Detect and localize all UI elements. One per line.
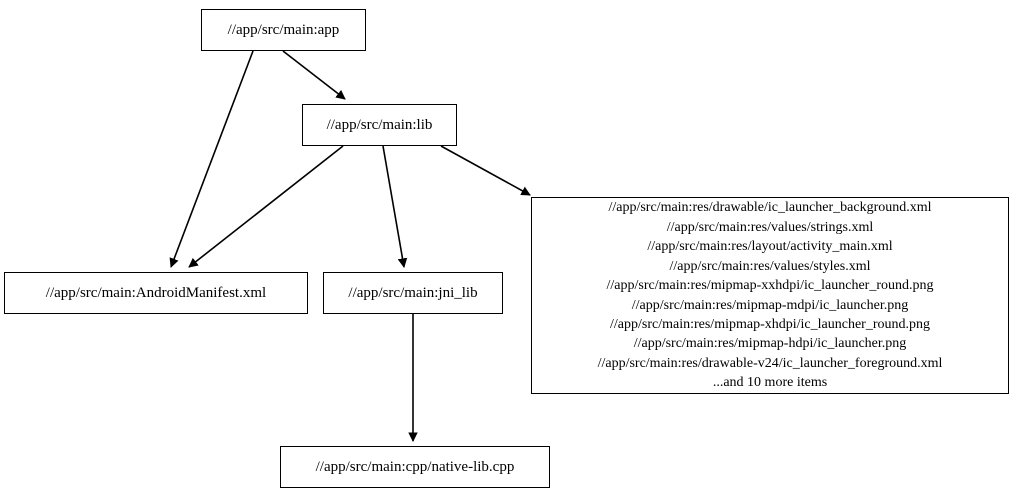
node-jni-lib-label: //app/src/main:jni_lib — [348, 284, 478, 301]
edge-app-to-manifest — [169, 50, 254, 268]
edge-lib-to-manifest — [188, 145, 344, 268]
edge-lib-to-jni — [382, 145, 408, 268]
node-native-lib-cpp-label: //app/src/main:cpp/native-lib.cpp — [315, 458, 515, 475]
edge-lib-to-resources — [440, 145, 531, 196]
node-resources-group[interactable]: //app/src/main:res/drawable/ic_launcher_… — [531, 197, 1009, 394]
node-android-manifest-label: //app/src/main:AndroidManifest.xml — [45, 284, 267, 301]
edge-app-to-lib — [282, 50, 346, 100]
node-android-manifest[interactable]: //app/src/main:AndroidManifest.xml — [4, 272, 308, 314]
node-lib-label: //app/src/main:lib — [326, 116, 433, 133]
node-jni-lib[interactable]: //app/src/main:jni_lib — [323, 272, 503, 314]
node-native-lib-cpp[interactable]: //app/src/main:cpp/native-lib.cpp — [280, 446, 550, 488]
node-app[interactable]: //app/src/main:app — [201, 9, 366, 51]
node-app-label: //app/src/main:app — [227, 21, 340, 38]
node-resources-group-label: //app/src/main:res/drawable/ic_launcher_… — [597, 200, 943, 391]
node-lib[interactable]: //app/src/main:lib — [302, 104, 457, 146]
